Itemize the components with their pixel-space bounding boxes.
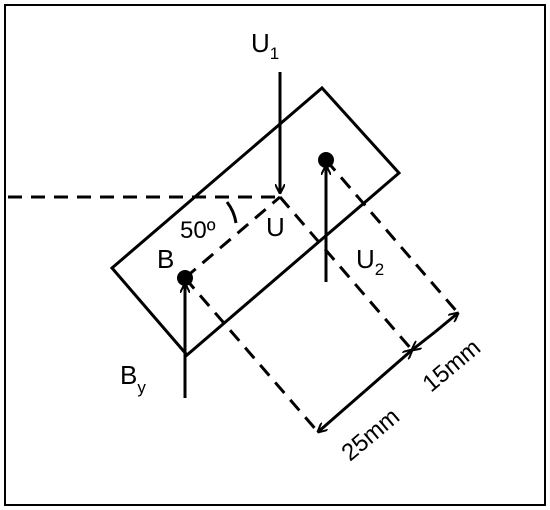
label-by: By bbox=[120, 360, 146, 397]
pin-u2-dot bbox=[318, 152, 334, 168]
label-angle: 50º bbox=[180, 217, 216, 244]
dimension-arrow-25mm-a bbox=[318, 389, 366, 432]
pin-b-dot bbox=[177, 270, 193, 286]
label-u1-main: U bbox=[251, 28, 270, 58]
label-dim-25mm: 25mm bbox=[337, 403, 405, 467]
label-u2-main: U bbox=[356, 244, 375, 274]
extension-line-u bbox=[278, 196, 414, 351]
extension-line-b bbox=[183, 277, 320, 433]
extension-line-u2 bbox=[324, 159, 460, 314]
label-by-main: B bbox=[120, 360, 137, 390]
label-u1: U1 bbox=[251, 28, 279, 63]
label-u2-sub: 2 bbox=[375, 260, 384, 279]
label-u2: U2 bbox=[356, 244, 384, 279]
centerline-b-to-u bbox=[184, 195, 281, 280]
angle-arc bbox=[225, 201, 238, 224]
dimension-arrow-15mm-b bbox=[434, 313, 458, 334]
diagram-frame bbox=[4, 4, 546, 506]
label-u1-sub: 1 bbox=[270, 44, 279, 63]
label-dim-15mm: 15mm bbox=[418, 334, 486, 398]
label-b: B bbox=[157, 244, 174, 274]
label-u: U bbox=[266, 212, 285, 242]
label-by-sub: y bbox=[137, 378, 146, 397]
dimension-arrow-25mm-b bbox=[364, 350, 412, 393]
tilted-bar-body bbox=[109, 85, 402, 358]
dimension-arrow-15mm-a bbox=[412, 330, 436, 350]
